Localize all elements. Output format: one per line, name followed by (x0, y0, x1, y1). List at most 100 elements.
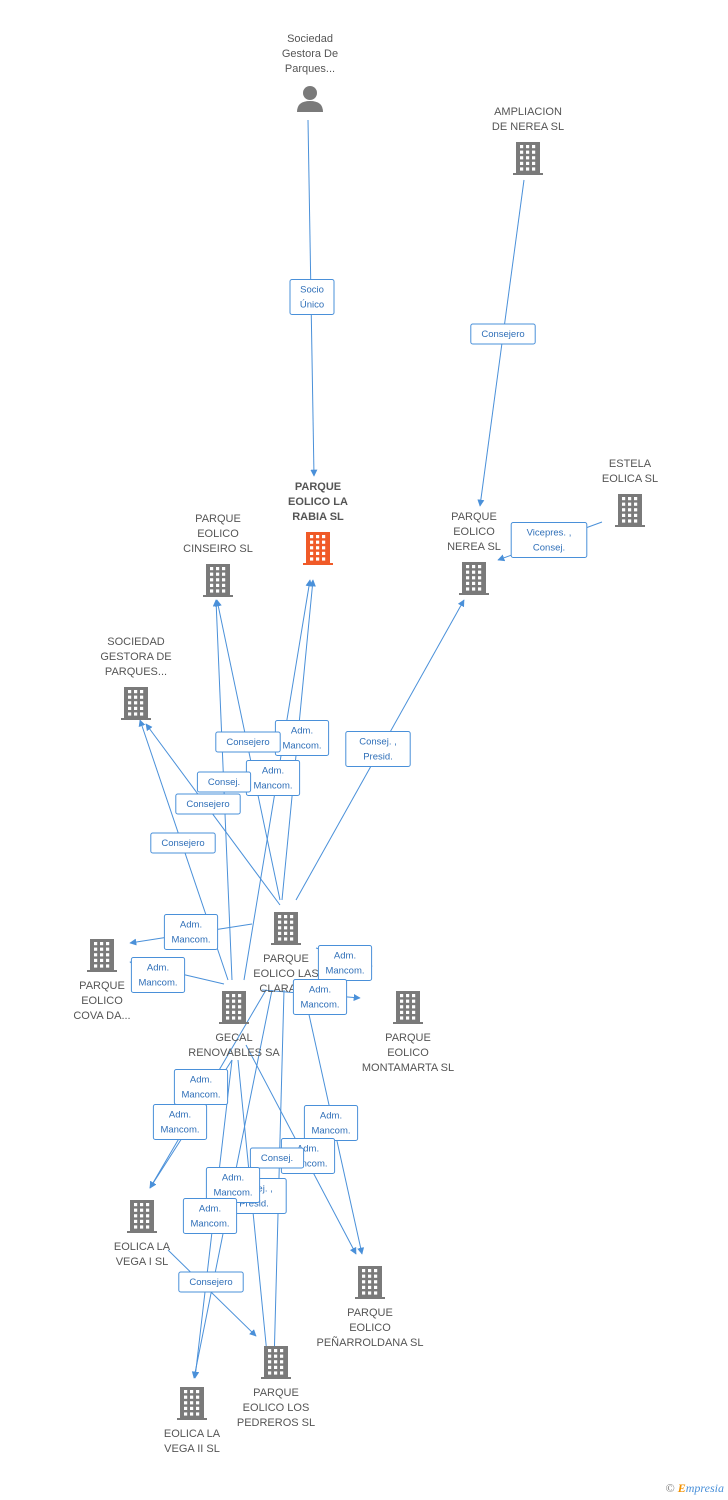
building-window (284, 915, 288, 919)
building-window (532, 161, 536, 165)
building-window (106, 964, 110, 968)
building-window (232, 994, 236, 998)
edge-label[interactable]: Consejero (215, 731, 281, 753)
building-window (268, 1371, 272, 1375)
building-window (472, 570, 476, 574)
edge-label[interactable]: Consejero (175, 793, 241, 815)
edge-label[interactable]: Consejero (178, 1271, 244, 1293)
building-window (268, 1360, 272, 1364)
building-window (226, 1005, 230, 1009)
edge-label[interactable]: Consej. ,Presid. (345, 731, 411, 767)
building-window (622, 519, 626, 523)
edge-label-text: Consej. (533, 543, 565, 554)
building-window (196, 1390, 200, 1394)
edge-label[interactable]: Adm.Mancom. (173, 1069, 229, 1105)
building-window (140, 1225, 144, 1229)
edge-label[interactable]: Consej. (249, 1147, 305, 1169)
edge-label[interactable]: Consejero (470, 323, 536, 345)
edge-label[interactable]: Adm.Mancom. (130, 957, 186, 993)
building-window (362, 1274, 366, 1278)
node-label: PARQUE (263, 953, 309, 965)
building-window (322, 557, 326, 561)
edge-label-box (289, 279, 335, 315)
edge-label[interactable]: Adm.Mancom. (292, 979, 348, 1015)
edge-label[interactable]: Adm.Mancom. (317, 945, 373, 981)
node-label: EOLICA LA (114, 1241, 171, 1253)
node-label: Parques... (285, 63, 335, 75)
edge-label[interactable]: Adm.Mancom. (152, 1104, 208, 1140)
node-label: EOLICO LOS (243, 1402, 310, 1414)
building-window (472, 581, 476, 585)
building-window (140, 1214, 144, 1218)
building-window (280, 1354, 284, 1358)
edge-label[interactable]: Adm.Mancom. (163, 914, 219, 950)
building-window (140, 712, 144, 716)
building-window (274, 1365, 278, 1369)
building-base (203, 595, 233, 597)
edge-label[interactable]: Consejero (150, 832, 216, 854)
edge-label[interactable]: Adm.Mancom. (274, 720, 330, 756)
edge-label-text: Consejero (161, 838, 204, 849)
building-window (222, 567, 226, 571)
building-window (478, 576, 482, 580)
building-window (94, 953, 98, 957)
footer-brand[interactable]: © Empresia (666, 1481, 724, 1496)
building-base (127, 1231, 157, 1233)
building-window (526, 150, 530, 154)
building-window (216, 583, 220, 587)
building-window (232, 1010, 236, 1014)
edge-label[interactable]: Adm.Mancom. (245, 760, 301, 796)
building-window (128, 690, 132, 694)
building-window (216, 578, 220, 582)
building-window (140, 1219, 144, 1223)
edge-label-box (345, 731, 411, 767)
building-window (100, 947, 104, 951)
edge-label[interactable]: Adm.Mancom. (205, 1167, 261, 1203)
building-window (406, 1016, 410, 1020)
building-window (412, 1016, 416, 1020)
building-window (232, 999, 236, 1003)
building-window (196, 1401, 200, 1405)
building-window (278, 915, 282, 919)
building-window (280, 1349, 284, 1353)
edge-label[interactable]: Adm.Mancom. (182, 1198, 238, 1234)
node-label: VEGA II SL (164, 1443, 220, 1455)
building-window (94, 942, 98, 946)
node-label: EOLICO LA (288, 496, 348, 508)
building-icon (219, 991, 249, 1024)
building-window (274, 1360, 278, 1364)
building-window (238, 1010, 242, 1014)
building-window (412, 1005, 416, 1009)
building-window (628, 513, 632, 517)
edge-label[interactable]: Adm.Mancom. (303, 1105, 359, 1141)
building-window (526, 167, 530, 171)
building-icon (355, 1266, 385, 1299)
building-window (184, 1406, 188, 1410)
node-label: ESTELA (609, 458, 652, 470)
edge-label[interactable]: Consej. (196, 771, 252, 793)
node-label: PEÑARROLDANA SL (317, 1336, 424, 1349)
person-head (303, 86, 317, 100)
edge-label[interactable]: Vicepres. ,Consej. (510, 522, 588, 558)
building-window (478, 587, 482, 591)
edge-label-text: Socio (300, 285, 324, 296)
building-window (634, 502, 638, 506)
edge-label-text: Mancom. (138, 978, 177, 989)
building-window (634, 497, 638, 501)
building-window (310, 551, 314, 555)
